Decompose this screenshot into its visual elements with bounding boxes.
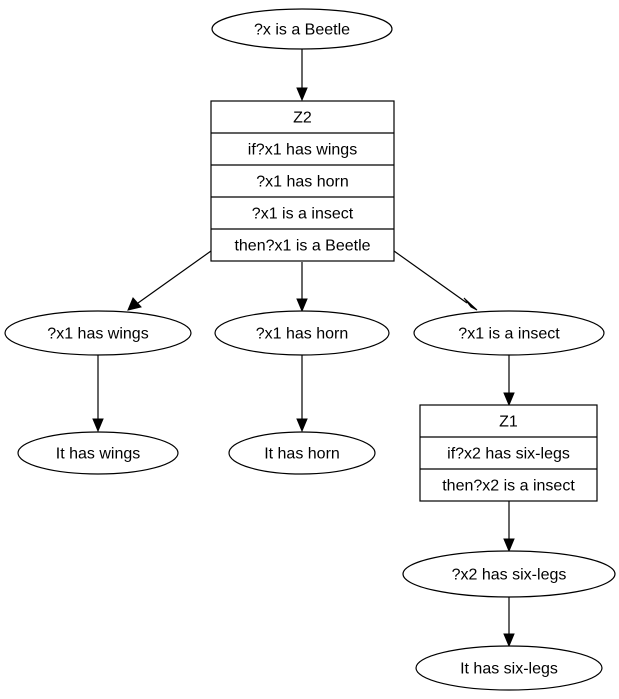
rule-z2-condition: if?x1 has wings <box>248 142 357 159</box>
rule-z1-condition: if?x2 has six-legs <box>447 446 570 463</box>
edges <box>92 49 515 648</box>
fact-horn-node: It has horn <box>228 431 376 475</box>
fact-horn-label: It has horn <box>264 446 340 463</box>
subgoal-six-legs-node: ?x2 has six-legs <box>402 550 616 598</box>
fact-six-legs-node: It has six-legs <box>415 645 603 691</box>
edge-z2-to-wings <box>127 250 212 311</box>
goal-node: ?x is a Beetle <box>211 8 393 50</box>
subgoal-horn-label: ?x1 has horn <box>256 326 349 343</box>
edge-insect-to-z1 <box>503 355 515 407</box>
rule-z2-conclusion: then?x1 is a Beetle <box>234 238 370 255</box>
subgoal-wings-node: ?x1 has wings <box>4 310 192 356</box>
edge-z2-to-insect <box>393 250 478 311</box>
goal-label: ?x is a Beetle <box>254 22 350 39</box>
rule-z2-condition: ?x1 is a insect <box>252 206 354 223</box>
rule-z2-name: Z2 <box>293 110 312 127</box>
edge-wings-to-fact-wings <box>92 355 104 433</box>
fact-six-legs-label: It has six-legs <box>460 661 558 678</box>
rule-z1-name: Z1 <box>499 414 518 431</box>
edge-goal-to-z2 <box>296 49 308 102</box>
fact-wings-label: It has wings <box>56 446 140 463</box>
edge-horn-to-fact-horn <box>296 355 308 433</box>
fact-wings-node: It has wings <box>17 431 179 475</box>
rule-z1-conclusion: then?x2 is a insect <box>442 478 575 495</box>
subgoal-wings-label: ?x1 has wings <box>47 326 148 343</box>
rule-z2-condition: ?x1 has horn <box>256 174 349 191</box>
subgoal-insect-node: ?x1 is a insect <box>413 310 605 356</box>
subgoal-horn-node: ?x1 has horn <box>214 310 390 356</box>
edge-z2-to-horn <box>296 262 308 313</box>
edge-z1-to-six-legs <box>503 501 515 553</box>
subgoal-insect-label: ?x1 is a insect <box>458 326 560 343</box>
rule-z1-node: Z1 if?x2 has six-legs then?x2 is a insec… <box>419 404 598 502</box>
subgoal-six-legs-label: ?x2 has six-legs <box>452 567 567 584</box>
edge-six-legs-to-fact-six-legs <box>503 597 515 648</box>
rule-z2-node: Z2 if?x1 has wings ?x1 has horn ?x1 is a… <box>210 100 395 262</box>
